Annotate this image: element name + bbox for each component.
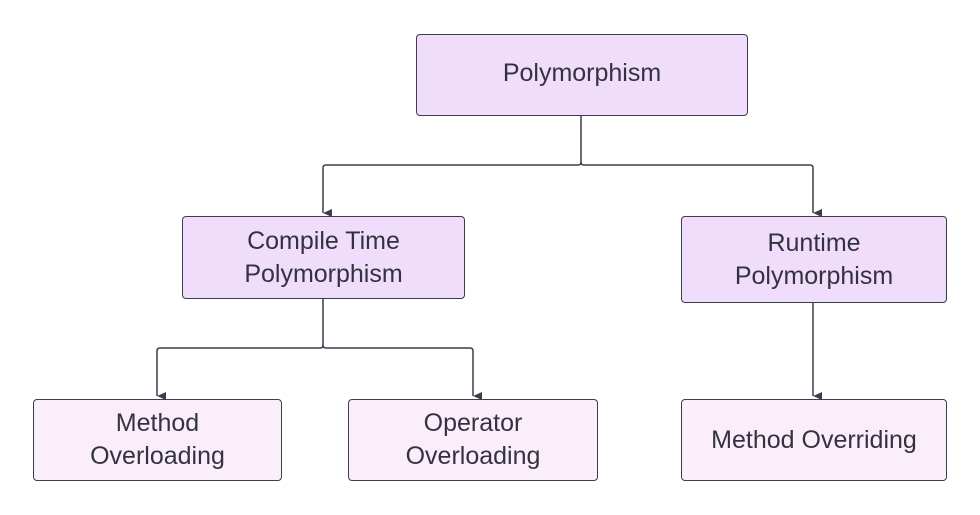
node-compile-time-polymorphism: Compile Time Polymorphism: [182, 216, 465, 299]
edge-compile-to-operator-overloading: [322, 344, 482, 400]
node-runtime-polymorphism: Runtime Polymorphism: [681, 216, 947, 303]
edge-compile-to-method-overloading: [156, 299, 324, 400]
edge-root-to-compile: [322, 116, 582, 217]
node-method-overloading: Method Overloading: [33, 399, 282, 481]
node-operator-overloading: Operator Overloading: [348, 399, 598, 481]
edge-root-to-runtime: [580, 161, 822, 217]
node-polymorphism: Polymorphism: [416, 34, 748, 116]
node-method-overriding: Method Overriding: [681, 399, 947, 481]
